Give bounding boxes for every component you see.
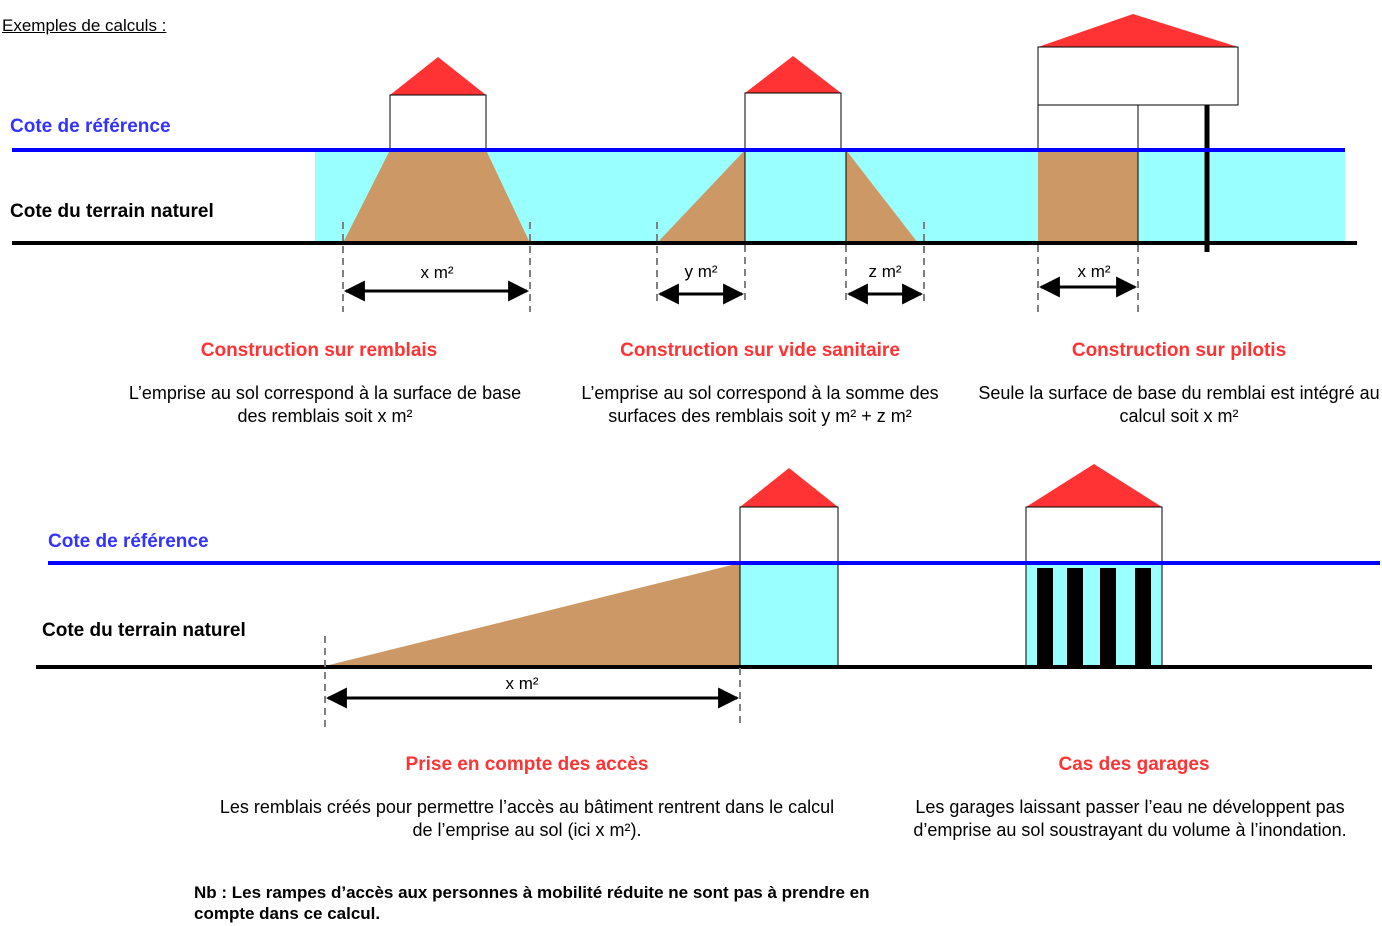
natural-ground-label-top: Cote du terrain naturel xyxy=(10,201,214,222)
dimension-label-pilotis: x m² xyxy=(1077,262,1111,281)
garage-pillar xyxy=(1037,568,1053,668)
page-heading: Exemples de calculs : xyxy=(2,16,167,35)
top-diagram xyxy=(12,14,1357,312)
caption-title-remblais: Construction sur remblais xyxy=(200,340,438,361)
house-body xyxy=(739,506,839,564)
roof xyxy=(390,57,486,95)
house-body xyxy=(744,92,842,151)
caption-desc-pilotis: Seule la surface de base du remblai est … xyxy=(978,383,1380,426)
caption-desc-remblais: L’emprise au sol correspond à la surface… xyxy=(128,383,522,426)
caption-title-garages: Cas des garages xyxy=(1058,754,1210,775)
flood-zone-under-house xyxy=(740,563,838,666)
bottom-diagram xyxy=(36,464,1380,728)
house-vide-sanitaire xyxy=(657,56,918,243)
house-body xyxy=(1025,506,1163,564)
caption-title-acces: Prise en compte des accès xyxy=(405,754,649,775)
fill-embankment-left xyxy=(657,150,745,243)
fill-embankment-right xyxy=(846,150,918,243)
roof xyxy=(745,56,841,93)
dimension-arrows-top xyxy=(343,276,1138,305)
house-pilotis xyxy=(1037,14,1239,252)
roof xyxy=(1038,14,1238,47)
dimension-label-vide-z: z m² xyxy=(868,262,902,281)
roof xyxy=(1026,464,1162,507)
reference-label-top: Cote de référence xyxy=(10,116,171,137)
garage-pillar xyxy=(1100,568,1116,668)
garage-pillar xyxy=(1135,568,1151,668)
fill-embankment xyxy=(343,150,530,243)
garage-pillar xyxy=(1067,568,1083,668)
fill-embankment xyxy=(1038,150,1138,243)
dimension-label-vide-y: y m² xyxy=(684,262,718,281)
house-remblais xyxy=(343,57,530,243)
mobility-note: Nb : Les rampes d’accès aux personnes à … xyxy=(194,883,870,923)
caption-desc-acces: Les remblais créés pour permettre l’accè… xyxy=(219,797,835,840)
caption-desc-vide-sanitaire: L’emprise au sol correspond à la somme d… xyxy=(581,383,939,426)
caption-title-pilotis: Construction sur pilotis xyxy=(1071,340,1287,361)
house-body xyxy=(389,94,487,151)
natural-ground-label-bottom: Cote du terrain naturel xyxy=(42,620,246,641)
house-body-lower xyxy=(1037,104,1139,151)
house-body-upper xyxy=(1037,46,1239,106)
house-garage xyxy=(1025,464,1163,668)
reference-label-bottom: Cote de référence xyxy=(48,531,209,552)
access-ramp-fill xyxy=(325,563,740,666)
dimension-guides-bottom xyxy=(324,636,741,728)
caption-desc-garages: Les garages laissant passer l’eau ne dév… xyxy=(913,797,1347,840)
caption-title-vide-sanitaire: Construction sur vide sanitaire xyxy=(620,340,900,361)
roof xyxy=(740,468,838,507)
dimension-guides-top xyxy=(342,222,1139,312)
house-acces xyxy=(739,468,839,666)
dimension-label-acces: x m² xyxy=(505,674,539,693)
dimension-label-remblais: x m² xyxy=(420,263,454,282)
